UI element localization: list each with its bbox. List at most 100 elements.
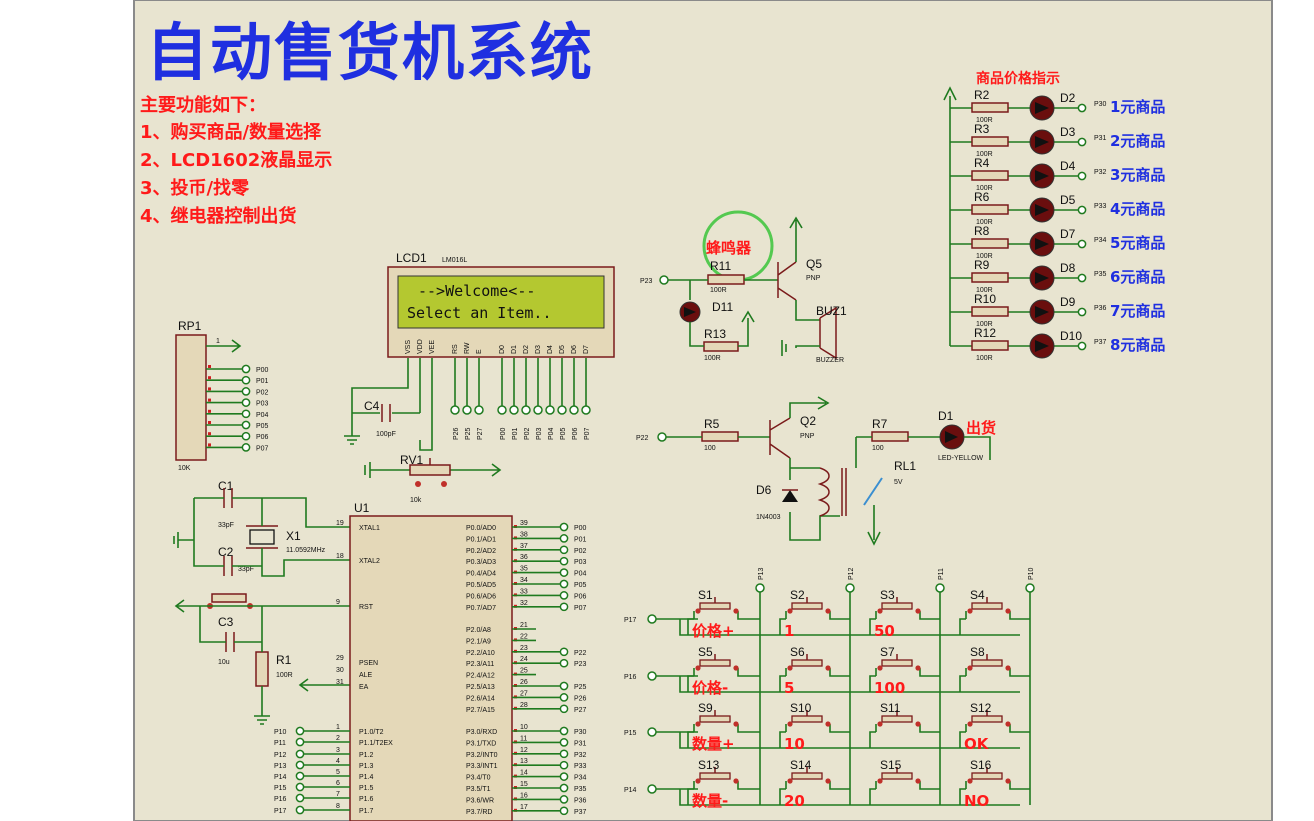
lcd-pin-label: E <box>476 349 483 354</box>
key-label: 20 <box>784 792 805 810</box>
feature-item-2: 2、LCD1602液晶显示 <box>140 149 332 171</box>
mcu-pin-number: 28 <box>520 702 528 709</box>
lcd-net-label: P27 <box>477 427 484 440</box>
buzzer-label: 蜂鸣器 <box>706 239 752 257</box>
d6-type: 1N4003 <box>756 514 781 521</box>
crystal-circuit[interactable]: C1 33pF C2 33pF X1 11.0592MHz <box>173 479 350 577</box>
r5-ref: R5 <box>704 417 720 431</box>
c4-capacitor[interactable]: C4 100pF <box>344 358 433 451</box>
mcu-pin-number: 24 <box>520 656 528 663</box>
lcd-net-label: P02 <box>524 427 531 440</box>
mcu-pin-name: P3.4/T0 <box>466 775 491 782</box>
mcu-pin-name: P2.0/A8 <box>466 627 491 634</box>
key-s10-ref: S10 <box>790 701 812 715</box>
ship-label: 出货 <box>966 419 996 437</box>
c1-ref: C1 <box>218 479 234 493</box>
c3-value: 10u <box>218 659 230 666</box>
mcu-pin-name: P2.2/A10 <box>466 650 495 657</box>
price-led-ref: D4 <box>1060 159 1076 173</box>
key-s11-ref: S11 <box>880 701 901 715</box>
lcd-ref: LCD1 <box>396 251 427 265</box>
mcu-pin-number: 29 <box>336 655 344 662</box>
reset-circuit[interactable]: C3 10u R1 100R <box>174 593 350 725</box>
price-net-label: P33 <box>1094 203 1107 210</box>
relay-circuit[interactable]: P22 R5 100 Q2 PNP D6 1N4003 R7 100 RL1 5… <box>636 396 996 546</box>
price-resistor-value: 100R <box>976 185 993 192</box>
lcd-net-label: P05 <box>560 427 567 440</box>
mcu-pin-name: XTAL1 <box>359 525 380 532</box>
mcu-pin-name: P1.0/T2 <box>359 729 384 736</box>
rv1-ref: RV1 <box>400 453 423 467</box>
rl1-value: 5V <box>894 479 903 486</box>
price-led-ref: D2 <box>1060 91 1076 105</box>
keypad-col-net: P10 <box>1028 567 1035 580</box>
buzzer-circuit[interactable]: 蜂鸣器 P23 R11 100R D11 R13 100R Q5 PNP BUZ… <box>640 210 847 364</box>
key-s3-ref: S3 <box>880 588 895 602</box>
mcu-pin-name: EA <box>359 684 369 691</box>
rp1-net-label: P05 <box>256 423 269 430</box>
mcu-left-net: P10 <box>274 729 287 736</box>
lcd-pin-label: RW <box>464 342 471 354</box>
r11-value: 100R <box>710 287 727 294</box>
mcu-pin-name: P2.5/A13 <box>466 684 495 691</box>
d1-type: LED-YELLOW <box>938 455 984 462</box>
price-net-label: P35 <box>1094 271 1107 278</box>
price-led-ref: D8 <box>1060 261 1076 275</box>
price-led-ref: D5 <box>1060 193 1076 207</box>
mcu-pin-number: 17 <box>520 804 528 811</box>
keypad-row-net: P17 <box>624 617 637 624</box>
mcu-right-net: P02 <box>574 548 587 555</box>
rp1-net-label: P06 <box>256 434 269 441</box>
lcd-pin-label: D1 <box>511 345 518 354</box>
mcu-pin-name: P3.2/INT0 <box>466 752 498 759</box>
buzzer-net: P23 <box>640 278 653 285</box>
lcd-line-1: -->Welcome<-- <box>418 282 535 300</box>
keypad-col-net: P13 <box>758 567 765 580</box>
price-net-label: P32 <box>1094 169 1107 176</box>
mcu-pin-name: P0.5/AD5 <box>466 582 496 589</box>
price-resistor-value: 100R <box>976 117 993 124</box>
mcu-pin-number: 21 <box>520 622 528 629</box>
rp1-net-label: P01 <box>256 378 269 385</box>
lcd-pin-label: D3 <box>535 345 542 354</box>
mcu-pin-number: 27 <box>520 690 528 697</box>
mcu-pin-number: 13 <box>520 758 528 765</box>
lcd-module[interactable]: LCD1 LM016L -->Welcome<-- Select an Item… <box>387 251 615 358</box>
lcd-pin-label: D5 <box>559 345 566 354</box>
mcu-pin-number: 32 <box>520 600 528 607</box>
mcu-pin-number: 26 <box>520 679 528 686</box>
price-resistor-value: 100R <box>976 151 993 158</box>
lcd-pin-label: D7 <box>583 345 590 354</box>
mcu-pin-name: P3.1/TXD <box>466 740 496 747</box>
mcu-u1[interactable]: U1 19XTAL118XTAL29RST29PSEN30ALE31EA1P1.… <box>274 501 587 821</box>
mcu-right-net: P30 <box>574 729 587 736</box>
price-item-label: 5元商品 <box>1110 234 1165 252</box>
rv1-value: 10k <box>410 497 422 504</box>
buz-type: BUZZER <box>816 357 844 364</box>
key-s13-ref: S13 <box>698 758 720 772</box>
mcu-left-net: P16 <box>274 796 287 803</box>
mcu-pin-number: 23 <box>520 645 528 652</box>
mcu-right-net: P00 <box>574 525 587 532</box>
mcu-left-net: P11 <box>274 740 286 747</box>
key-label: 价格- <box>692 679 728 697</box>
q5-type: PNP <box>806 275 821 282</box>
lcd-net-label: P03 <box>536 427 543 440</box>
key-s15-ref: S15 <box>880 758 902 772</box>
price-item-label: 4元商品 <box>1110 200 1165 218</box>
mcu-pin-number: 31 <box>336 679 344 686</box>
key-s4-ref: S4 <box>970 588 985 602</box>
mcu-pin-name: P1.4 <box>359 774 374 781</box>
key-label: OK <box>964 735 990 753</box>
mcu-right-net: P34 <box>574 775 587 782</box>
price-item-label: 1元商品 <box>1110 98 1165 116</box>
q2-type: PNP <box>800 433 815 440</box>
mcu-pin-number: 8 <box>336 803 340 810</box>
mcu-right-net: P32 <box>574 752 587 759</box>
rv1-potentiometer[interactable]: RV1 10k <box>364 453 502 504</box>
lcd-net-label: P25 <box>465 427 472 440</box>
mcu-pin-name: P1.2 <box>359 752 374 759</box>
